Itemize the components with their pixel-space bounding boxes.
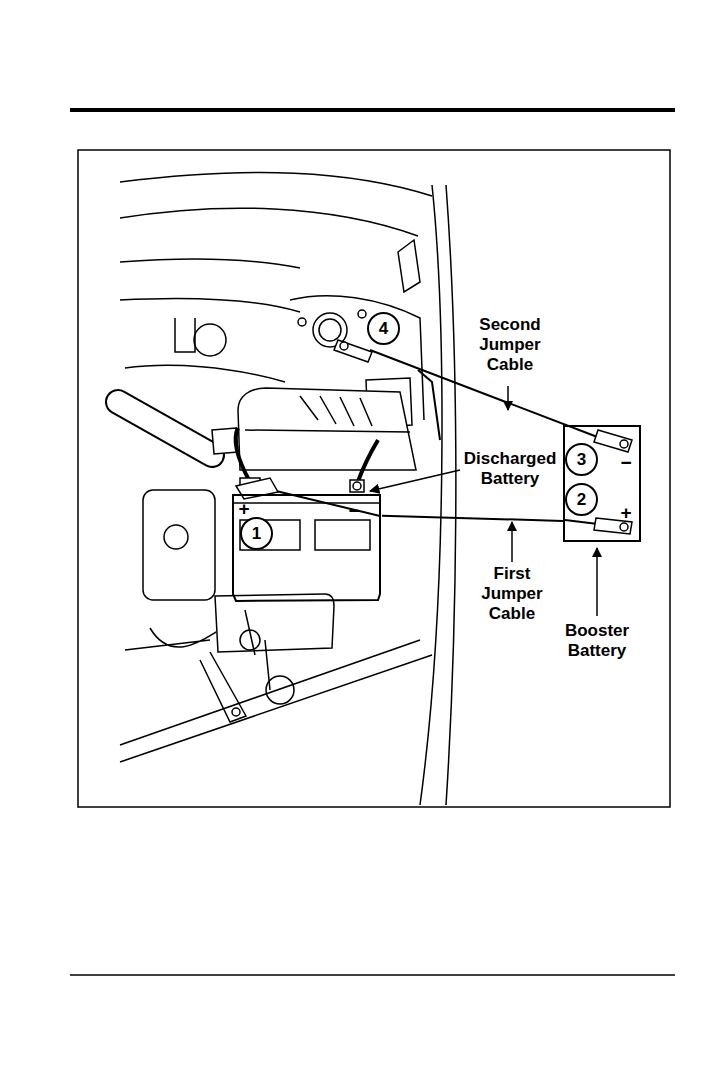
terminal-sign: + [235,499,253,518]
top-rule [70,108,675,112]
bottom-rule [70,974,675,976]
battery-cell-cover [315,520,370,550]
battery-cable [236,428,250,482]
cable-clamp [334,340,372,362]
jumper-cable [382,516,563,521]
strut-mount [319,319,341,341]
clamp-jaw [340,342,348,350]
clamp-jaw [620,523,628,531]
discharged-battery: + − 1 [232,490,382,602]
hood-line [120,259,300,268]
callout-number: 4 [367,312,400,345]
callout-text: 1 [252,525,261,542]
terminal-sign: + [617,503,635,522]
callout-number: 2 [565,483,598,516]
bracket [200,652,246,722]
callout-number: 1 [240,517,273,550]
battery-body [233,495,380,601]
hood-line [120,173,432,196]
reservoir [143,490,215,600]
wire [125,628,216,650]
terminal-sign: − [617,453,635,472]
clamp-jaw [620,440,628,448]
fuse-box [215,594,334,652]
grommet [266,676,294,704]
part-label: Booster Battery [557,621,637,661]
rail [120,640,432,762]
leader-arrow [596,548,598,616]
callout-number: 3 [565,443,598,476]
callout-text: 3 [577,451,586,468]
air-cleaner [238,388,416,470]
booster-battery: − +3 2 [563,425,641,542]
hood-line [120,208,418,236]
part-label: Second Jumper Cable [470,315,550,375]
part-label: First Jumper Cable [477,564,547,624]
jumper-cables [272,350,600,524]
reservoir-cap [164,525,188,549]
nut [298,318,306,326]
first-jumper-cable [272,490,380,516]
battery-cable [357,440,378,484]
terminal-post [350,480,364,492]
leader-arrow [507,386,509,410]
leader-arrow [370,470,460,491]
hose [118,402,212,455]
battery-detail [232,428,380,550]
engine-bay [120,173,456,805]
nut [358,310,366,318]
leader-arrow [511,522,513,562]
callout-text: 2 [577,491,586,508]
clamps [236,340,632,534]
fender-line [446,185,456,805]
fender-line [420,185,442,805]
bolt [232,708,240,716]
callout-text: 4 [379,320,388,337]
cap [194,324,226,356]
bracket [175,318,195,352]
terminal-bolt [353,482,361,490]
first-jumper-cable [565,520,598,524]
cowl-line [120,299,300,313]
air-cleaner-ribs [245,396,410,432]
cowl-line [125,365,285,382]
cable-clamp [594,430,632,452]
part-label: Discharged Battery [455,449,565,489]
hose-outline [118,402,212,455]
cap [240,630,260,650]
fender-notch [398,240,420,292]
frame [78,150,670,807]
terminal-sign: − [345,501,363,520]
cable-loop [418,370,440,440]
